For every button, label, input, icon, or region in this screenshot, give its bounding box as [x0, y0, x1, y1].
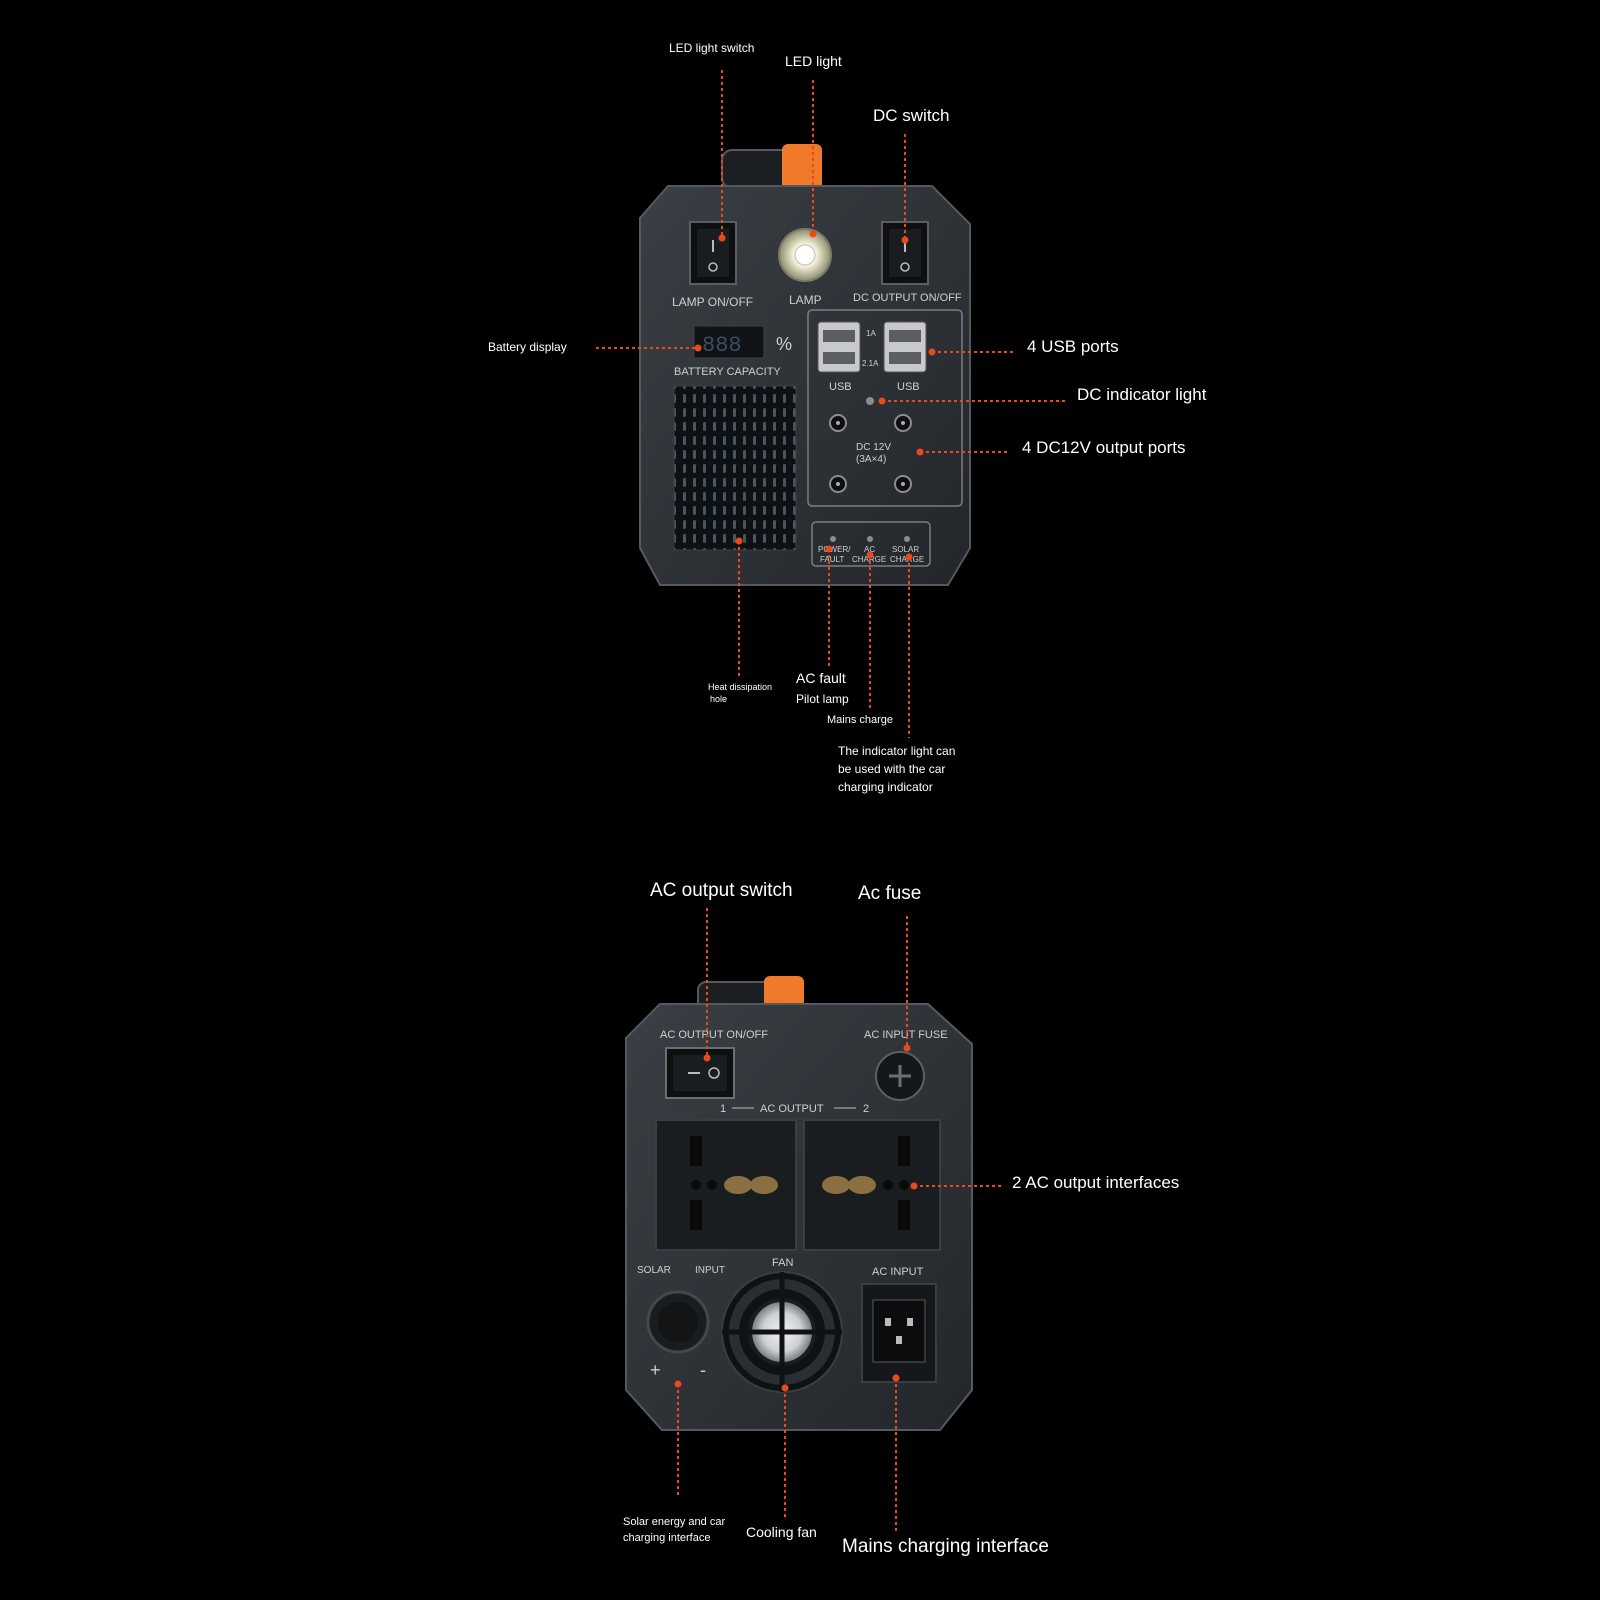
callout-indicator-note: The indicator light can be used with the…	[838, 744, 956, 794]
ac-output-right: 2	[863, 1103, 869, 1115]
solar-charge-led	[904, 536, 910, 542]
plus-sign: +	[650, 1360, 661, 1380]
dot-led-light-switch	[718, 234, 726, 242]
dot-ac-outputs	[910, 1182, 918, 1190]
dot-solar-charge	[905, 553, 913, 561]
callout-ac-fuse: Ac fuse	[858, 883, 922, 904]
callout-dc12v-ports: 4 DC12V output ports	[1022, 438, 1186, 457]
callout-dc-indicator-light: DC indicator light	[1077, 385, 1207, 404]
dot-heat-hole	[735, 537, 743, 545]
ac-switch-label: AC OUTPUT ON/OFF	[660, 1029, 768, 1041]
led-lamp	[778, 228, 832, 282]
heat-dissipation-grille	[673, 385, 797, 551]
callout-cooling-fan: Cooling fan	[746, 1524, 817, 1540]
ac-outlet-1[interactable]	[655, 1119, 797, 1251]
usb-port-group-1[interactable]	[817, 321, 861, 373]
dc-switch-label: DC OUTPUT ON/OFF	[853, 292, 962, 304]
leader-lines	[596, 70, 1066, 1534]
callout-heat-hole-line2: hole	[710, 694, 728, 704]
cooling-fan	[721, 1271, 843, 1393]
ac-output-switch[interactable]	[665, 1047, 735, 1099]
dot-battery-display	[694, 344, 702, 352]
callout-pilot-lamp: Pilot lamp	[796, 692, 849, 706]
dc-output-panel	[807, 309, 963, 507]
callout-battery-display: Battery display	[488, 340, 567, 354]
lamp-switch[interactable]	[689, 221, 737, 285]
indicator-ac-2: CHARGE	[852, 555, 886, 564]
usb-port-group-2[interactable]	[883, 321, 927, 373]
dot-dc12v-ports	[916, 448, 924, 456]
dot-cooling-fan	[781, 1384, 789, 1392]
callout-heat-hole-line1: Heat dissipation	[708, 682, 773, 692]
dc-port-4[interactable]	[894, 475, 912, 493]
dot-usb-ports	[928, 348, 936, 356]
dc-label-line1: DC 12V	[856, 442, 891, 453]
callout-ac-output-switch: AC output switch	[650, 880, 793, 901]
dc-port-1[interactable]	[829, 414, 847, 432]
display-digits: 888	[702, 333, 742, 358]
battery-display	[693, 325, 765, 359]
minus-sign: -	[700, 1360, 706, 1380]
indicator-ac-1: AC	[864, 545, 875, 554]
solar-label: SOLAR	[637, 1265, 671, 1276]
callout-mains-charge: Mains charge	[827, 714, 894, 726]
usb-rating-1: 1A	[866, 329, 876, 338]
callout-led-light: LED light	[785, 53, 842, 69]
dc-port-3[interactable]	[829, 475, 847, 493]
power-fault-led	[830, 536, 836, 542]
dc-output-switch[interactable]	[881, 221, 929, 285]
ac-charge-led	[867, 536, 873, 542]
ac-outlet-2[interactable]	[803, 1119, 941, 1251]
dot-ac-fuse	[903, 1044, 911, 1052]
dc-label-line2: (3A×4)	[856, 454, 886, 465]
dot-ac-output-switch	[703, 1054, 711, 1062]
dot-solar-interface	[674, 1380, 682, 1388]
dot-dc-switch	[901, 236, 909, 244]
dc-port-2[interactable]	[894, 414, 912, 432]
fan-label: FAN	[772, 1257, 793, 1269]
front-device: LAMP ON/OFF LAMP DC OUTPUT ON/OFF 888 % …	[639, 144, 971, 586]
dot-dc-indicator	[878, 397, 886, 405]
callout-mains-charging-interface: Mains charging interface	[842, 1536, 1049, 1557]
ac-output-label: AC OUTPUT	[760, 1103, 824, 1115]
callout-led-light-switch: LED light switch	[669, 41, 755, 55]
dot-ac-fault	[825, 545, 833, 553]
display-unit: %	[776, 334, 792, 354]
dot-led-light	[809, 230, 817, 238]
callout-ac-fault: AC fault	[796, 670, 846, 686]
dot-mains-charge	[866, 551, 874, 559]
usb-label-1: USB	[829, 381, 852, 393]
leader-dots	[674, 230, 936, 1392]
indicator-power-2: FAULT	[820, 555, 844, 564]
dot-mains-interface	[892, 1374, 900, 1382]
indicator-panel	[811, 521, 931, 567]
indicator-solar-1: SOLAR	[892, 545, 919, 554]
ac-output-left: 1	[720, 1103, 726, 1115]
usb-label-2: USB	[897, 381, 920, 393]
back-device: AC OUTPUT ON/OFF AC INPUT FUSE 1 AC OUTP…	[625, 976, 973, 1431]
battery-capacity-label: BATTERY CAPACITY	[674, 366, 781, 378]
mains-charging-socket[interactable]	[861, 1283, 937, 1383]
solar-car-input[interactable]	[646, 1290, 710, 1354]
input-label: INPUT	[695, 1265, 725, 1276]
ac-input-fuse[interactable]	[875, 1051, 925, 1101]
lamp-switch-label: LAMP ON/OFF	[672, 295, 753, 309]
ac-fuse-label: AC INPUT FUSE	[864, 1029, 948, 1041]
ac-input-label: AC INPUT	[872, 1266, 924, 1278]
indicator-power-1: POWER/	[818, 545, 851, 554]
lamp-label: LAMP	[789, 293, 822, 307]
callout-dc-switch: DC switch	[873, 106, 950, 125]
front-handle-orange	[782, 144, 822, 192]
usb-rating-2: 2.1A	[862, 359, 879, 368]
dc-indicator-led	[866, 397, 874, 405]
callout-ac-output-interfaces: 2 AC output interfaces	[1012, 1173, 1180, 1192]
callout-solar-interface: Solar energy and car charging interface	[623, 1516, 726, 1544]
callout-usb-ports: 4 USB ports	[1027, 337, 1119, 356]
